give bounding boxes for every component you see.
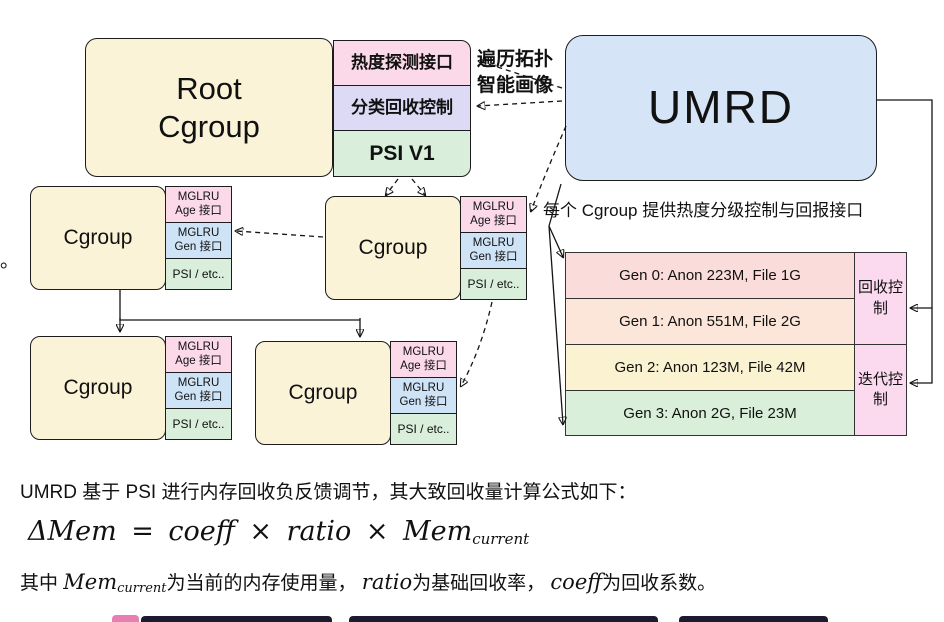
mglru-age-interface: MGLRU Age 接口 <box>460 196 527 233</box>
formula-times: × <box>249 516 273 547</box>
bottom-crop-artifact <box>349 616 658 622</box>
psi-etc-interface: PSI / etc.. <box>165 408 232 440</box>
mglru-age-interface: MGLRU Age 接口 <box>165 186 232 223</box>
line3-mem-subscript: current <box>117 581 167 596</box>
mglru-age-interface: MGLRU Age 接口 <box>165 336 232 373</box>
traverse-note-line1: 遍历拓扑 <box>477 49 554 70</box>
root-cgroup-label-line2: Cgroup <box>158 108 260 144</box>
formula-times: × <box>365 516 389 547</box>
heat-probe-label: 热度探测接口 <box>351 52 453 72</box>
formula-lhs: ΔMem <box>28 516 117 547</box>
gen-row-1: Gen 1: Anon 551M, File 2G <box>565 298 855 345</box>
cgroup-box: Cgroup <box>30 186 166 290</box>
umrd-table-fan-bottom <box>548 225 563 424</box>
gen-row-2: Gen 2: Anon 123M, File 42M <box>565 344 855 391</box>
umrd-table-fan-top <box>548 225 563 257</box>
mglru-age-interface: MGLRU Age 接口 <box>390 341 457 378</box>
reclaim-control-cell: 回收控制 <box>854 252 907 345</box>
iteration-control-cell: 迭代控制 <box>854 344 907 436</box>
root-to-cgroup-dash-left <box>386 178 399 195</box>
formula-coeff: coeff <box>168 516 235 547</box>
gen-table: Gen 0: Anon 223M, File 1G Gen 1: Anon 55… <box>565 252 907 436</box>
center-to-bottom-cgroup-arrow <box>461 301 493 386</box>
psi-v1-interface: PSI V1 <box>333 130 471 177</box>
cgroup-center: Cgroup MGLRU Age 接口 MGLRU Gen 接口 PSI / e… <box>325 196 527 300</box>
psi-v1-label: PSI V1 <box>369 141 435 165</box>
root-cgroup-label-line1: Root <box>176 71 242 107</box>
psi-etc-interface: PSI / etc.. <box>460 268 527 300</box>
umrd-box: UMRD <box>565 35 877 181</box>
umrd-to-reclaim-control-arrow <box>478 100 563 106</box>
bottom-crop-artifact <box>679 616 828 622</box>
cgroup-label: Cgroup <box>63 376 133 400</box>
line3-mem: Mem <box>63 570 118 594</box>
center-to-left-cgroup-arrow <box>236 231 324 238</box>
cgroup-box: Cgroup <box>30 336 166 440</box>
root-cgroup-box: Root Cgroup <box>85 38 333 177</box>
mglru-gen-interface: MGLRU Gen 接口 <box>390 377 457 414</box>
formula-equals: = <box>131 516 154 547</box>
mglru-gen-interface: MGLRU Gen 接口 <box>165 372 232 409</box>
stray-period: 。 <box>0 251 20 272</box>
line3-ratio: ratio <box>361 570 413 594</box>
mglru-gen-interface: MGLRU Gen 接口 <box>460 232 527 269</box>
cgroup-box: Cgroup <box>325 196 461 300</box>
root-to-cgroup-dash-right <box>411 178 425 195</box>
iteration-control-arrow <box>911 308 933 383</box>
cgroup-label: Cgroup <box>63 226 133 250</box>
traverse-note-line2: 智能画像 <box>477 74 554 96</box>
classified-reclaim-label: 分类回收控制 <box>351 97 453 117</box>
formula-ratio: ratio <box>286 516 352 547</box>
classified-reclaim-control: 分类回收控制 <box>333 85 471 131</box>
formula-mem: Mem <box>402 516 473 547</box>
heat-probe-interface: 热度探测接口 <box>333 40 471 86</box>
gen-row-0: Gen 0: Anon 223M, File 1G <box>565 252 855 299</box>
reclaim-formula: ΔMem = coeff × ratio × Memcurrent <box>28 516 529 548</box>
line3-coeff: coeff <box>550 570 603 594</box>
tree-connector <box>119 290 360 321</box>
per-cgroup-note: 每个 Cgroup 提供热度分级控制与回报接口 <box>543 201 864 220</box>
traverse-note: 遍历拓扑 智能画像 <box>477 47 553 98</box>
psi-etc-interface: PSI / etc.. <box>390 413 457 445</box>
cgroup-bottom-left: Cgroup MGLRU Age 接口 MGLRU Gen 接口 PSI / e… <box>30 336 232 440</box>
bottom-crop-artifact <box>112 615 139 622</box>
bottom-crop-artifact <box>141 616 332 622</box>
cgroup-bottom-center: Cgroup MGLRU Age 接口 MGLRU Gen 接口 PSI / e… <box>255 341 457 445</box>
gen-row-3: Gen 3: Anon 2G, File 23M <box>565 390 855 436</box>
psi-etc-interface: PSI / etc.. <box>165 258 232 290</box>
cgroup-label: Cgroup <box>288 381 358 405</box>
footer-line-1: UMRD 基于 PSI 进行内存回收负反馈调节，其大致回收量计算公式如下： <box>20 482 637 503</box>
formula-subscript: current <box>472 530 530 548</box>
cgroup-label: Cgroup <box>358 236 428 260</box>
cgroup-box: Cgroup <box>255 341 391 445</box>
footer-line-3: 其中 Memcurrent为当前的内存使用量， ratio为基础回收率， coe… <box>20 570 717 596</box>
cgroup-left: Cgroup MGLRU Age 接口 MGLRU Gen 接口 PSI / e… <box>30 186 232 290</box>
umrd-label: UMRD <box>648 81 794 134</box>
mglru-gen-interface: MGLRU Gen 接口 <box>165 222 232 259</box>
